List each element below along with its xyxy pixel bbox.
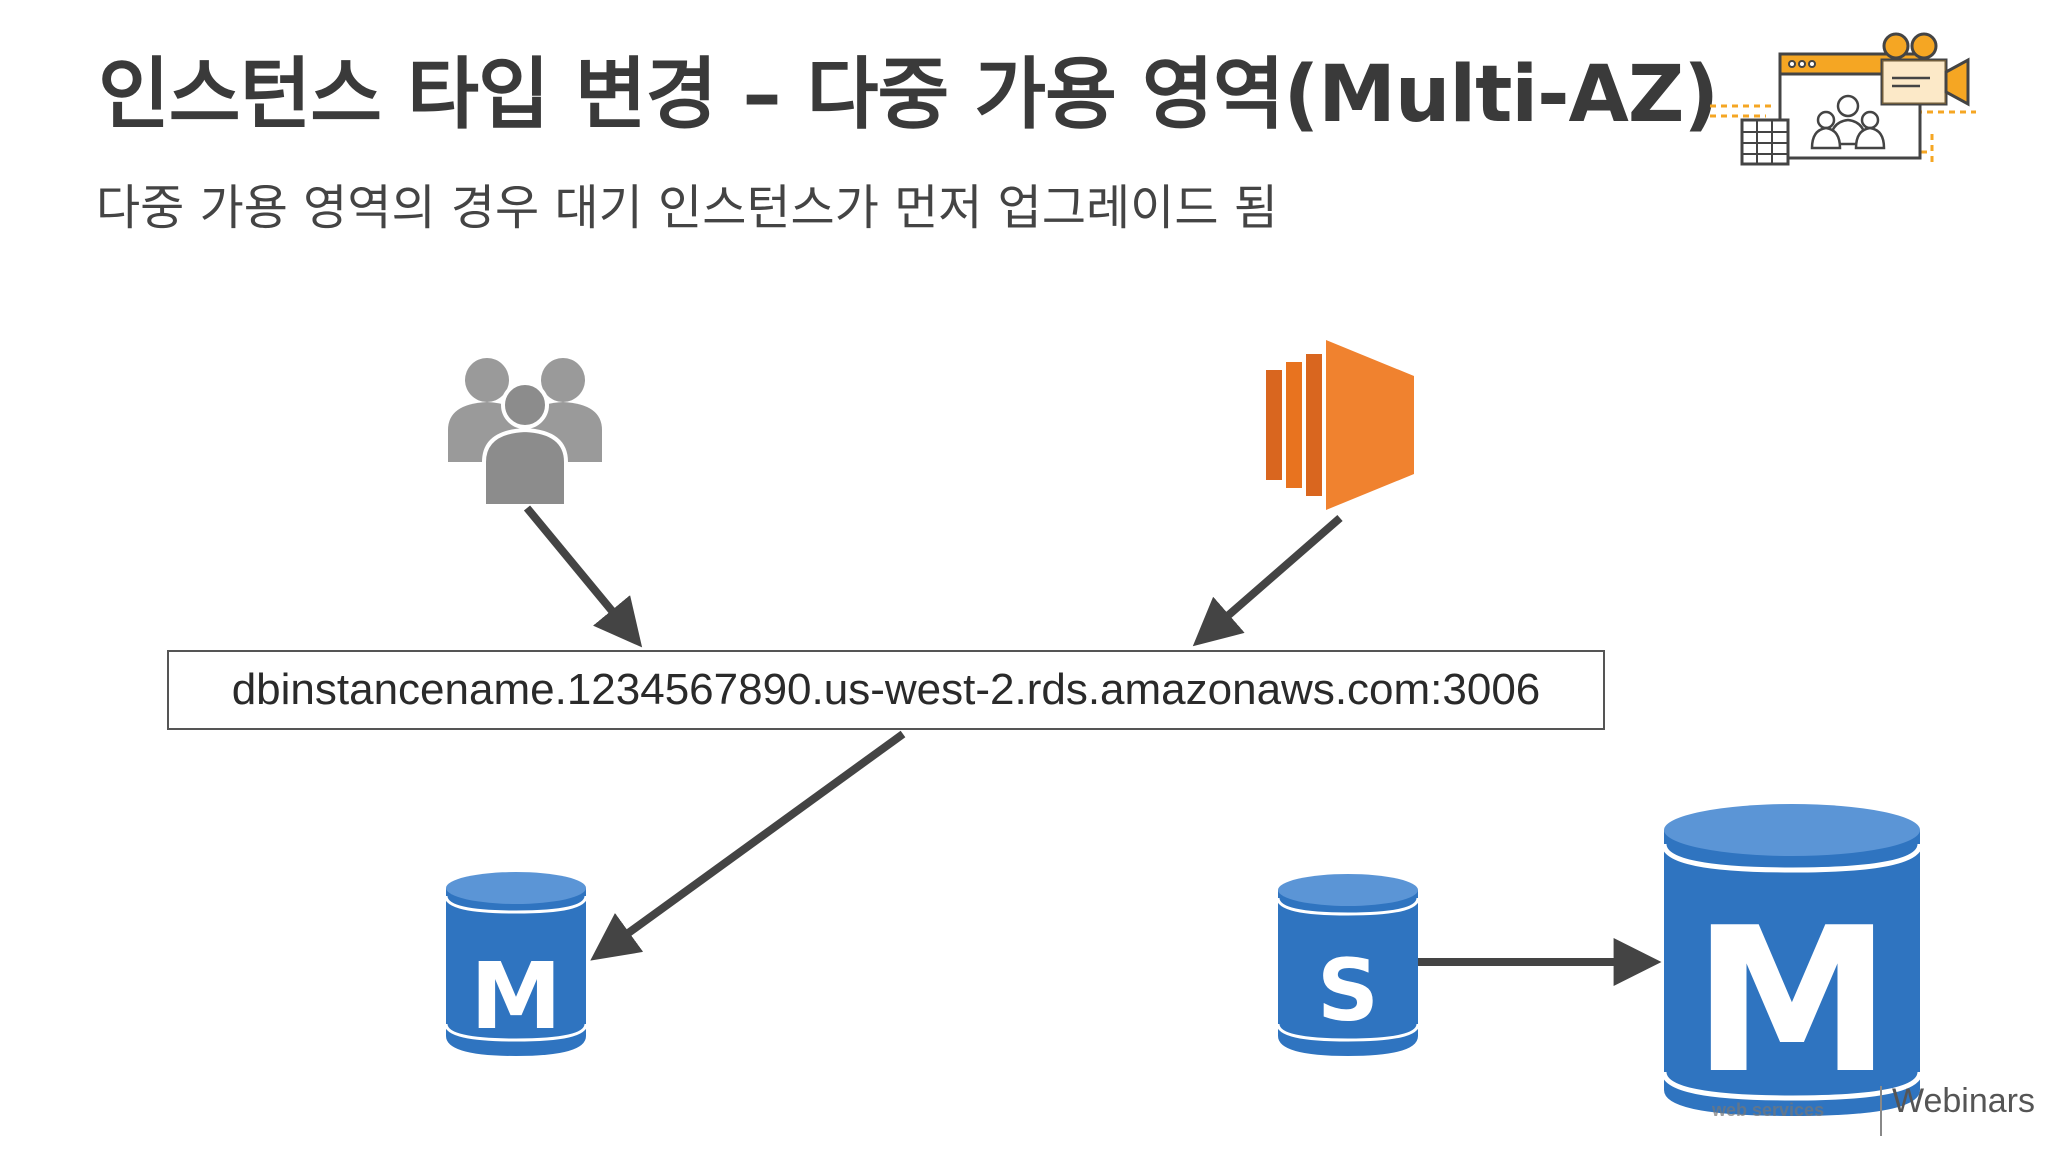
- webinar-video-icon: [1710, 32, 1976, 166]
- ec2-instance-icon: [1266, 340, 1414, 510]
- slide-title: 인스턴스 타입 변경 – 다중 가용 영역(Multi-AZ): [98, 50, 1719, 140]
- rds-standby-icon: S: [1276, 874, 1420, 1056]
- webinars-label: Webinars: [1892, 1082, 2035, 1120]
- users-to-endpoint-arrow: [523, 505, 643, 648]
- slide-subtitle: 다중 가용 영역의 경우 대기 인스턴스가 먼저 업그레이드 됨: [96, 180, 1278, 236]
- rds-master-letter: M: [470, 943, 562, 1050]
- endpoint-to-master-arrow: [590, 730, 906, 961]
- rds-master-icon: M: [444, 872, 588, 1056]
- db-endpoint-text: dbinstancename.1234567890.us-west-2.rds.…: [231, 665, 1541, 714]
- rds-promoted-master-icon: M: [1661, 804, 1923, 1118]
- brand-divider: [1880, 1086, 1882, 1136]
- aws-brand-text: web services: [1712, 1100, 1825, 1120]
- rds-standby-letter: S: [1317, 941, 1379, 1041]
- users-icon: [448, 358, 602, 508]
- ec2-to-endpoint-arrow: [1192, 514, 1343, 647]
- db-endpoint-box: dbinstancename.1234567890.us-west-2.rds.…: [167, 650, 1605, 730]
- rds-promoted-master-letter: M: [1692, 885, 1891, 1118]
